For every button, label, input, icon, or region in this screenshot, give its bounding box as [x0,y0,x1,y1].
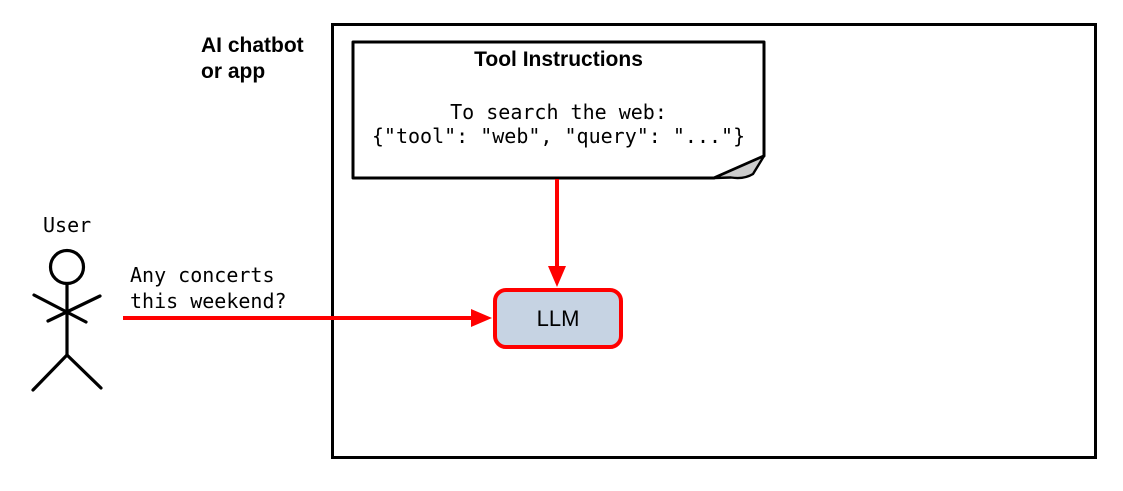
note-body-line1: To search the web: [450,100,667,124]
user-stick-figure-icon [31,248,103,392]
note-body-line2: {"tool": "web", "query": "..."} [371,124,746,148]
llm-node-label: LLM [536,305,580,331]
user-query-text: Any concerts this weekend? [130,262,287,314]
user-query-line1: Any concerts [130,263,275,287]
llm-node: LLM [493,288,623,349]
app-container-label: AI chatbot or app [201,33,304,85]
app-container-label-line1: AI chatbot [201,34,304,57]
stick-figure-leg-right [65,353,103,390]
user-label: User [43,213,92,237]
user-query-line2: this weekend? [130,289,287,313]
stick-figure-leg-left [31,353,69,392]
note-title: Tool Instructions [474,48,643,71]
app-container-box [331,23,1097,459]
stick-figure-head [48,248,86,286]
stick-figure-arm-left [32,293,88,324]
stick-figure-arm-right [46,294,102,323]
app-container-label-line2: or app [201,60,266,83]
note-body: To search the web: {"tool": "web", "quer… [353,100,764,148]
